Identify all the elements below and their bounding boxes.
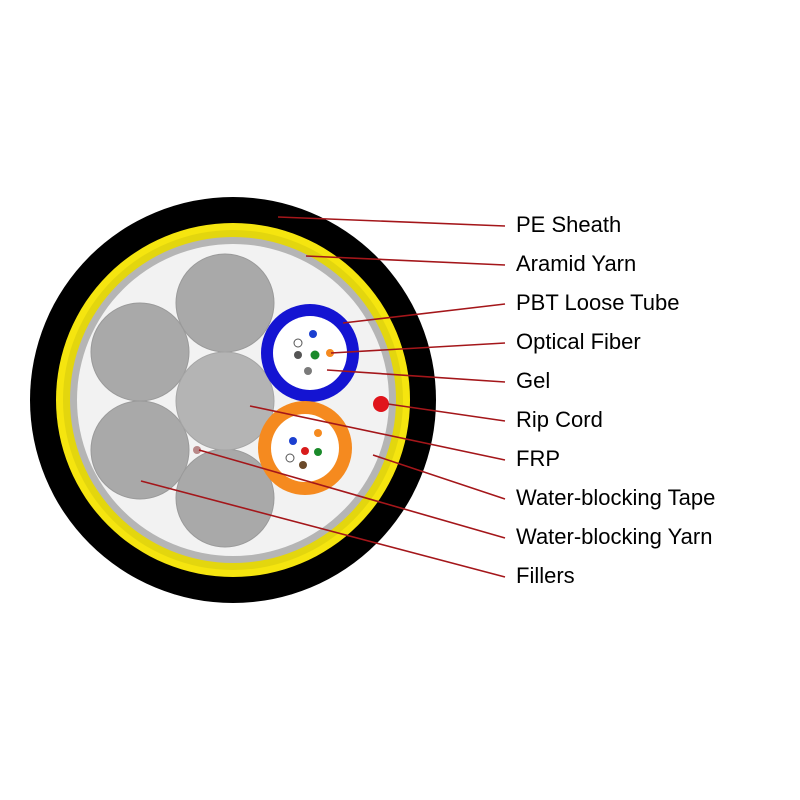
optical-fiber: [326, 349, 334, 357]
optical-fiber: [310, 350, 320, 360]
leader-optical-fiber: [330, 342, 506, 354]
rip-cord: [373, 396, 389, 412]
gel-blue-tube: [273, 316, 347, 390]
labels: PE Sheath Aramid Yarn PBT Loose Tube Opt…: [516, 212, 715, 588]
label-pbt-loose-tube: PBT Loose Tube: [516, 290, 680, 315]
optical-fiber: [314, 429, 322, 437]
filler-upper-left: [90, 302, 190, 402]
filler-lower-left: [90, 400, 190, 500]
filler-bottom: [175, 448, 275, 548]
optical-fiber: [294, 351, 302, 359]
leader-lines: [140, 216, 506, 578]
optical-fiber: [299, 461, 307, 469]
water-blocking-yarn: [193, 446, 201, 454]
frp-central-member: [175, 351, 275, 451]
leader-water-blocking-tape: [372, 454, 506, 500]
label-water-blocking-tape: Water-blocking Tape: [516, 485, 715, 510]
fibers-orange-tube: [285, 429, 322, 469]
optical-fiber: [304, 367, 312, 375]
fillers: [90, 253, 275, 548]
label-fillers: Fillers: [516, 563, 575, 588]
label-water-blocking-yarn: Water-blocking Yarn: [516, 524, 712, 549]
leader-rip-cord: [387, 403, 506, 422]
optical-fiber: [285, 453, 295, 463]
leader-frp: [249, 405, 506, 461]
label-pe-sheath: PE Sheath: [516, 212, 621, 237]
optical-fiber: [289, 437, 297, 445]
label-optical-fiber: Optical Fiber: [516, 329, 641, 354]
label-gel: Gel: [516, 368, 550, 393]
optical-fiber: [293, 338, 303, 348]
label-frp: FRP: [516, 446, 560, 471]
optical-fiber: [314, 448, 322, 456]
optical-fiber: [301, 447, 309, 455]
fibers-blue-tube: [293, 330, 334, 375]
label-aramid-yarn: Aramid Yarn: [516, 251, 636, 276]
leader-gel: [326, 369, 506, 383]
leader-pbt-loose-tube: [342, 303, 506, 324]
leader-aramid-yarn: [305, 255, 506, 266]
leader-water-blocking-yarn: [198, 449, 506, 539]
leader-fillers: [140, 480, 506, 578]
leader-pe-sheath: [277, 216, 506, 227]
filler-top: [175, 253, 275, 353]
optical-fiber: [309, 330, 317, 338]
label-rip-cord: Rip Cord: [516, 407, 603, 432]
